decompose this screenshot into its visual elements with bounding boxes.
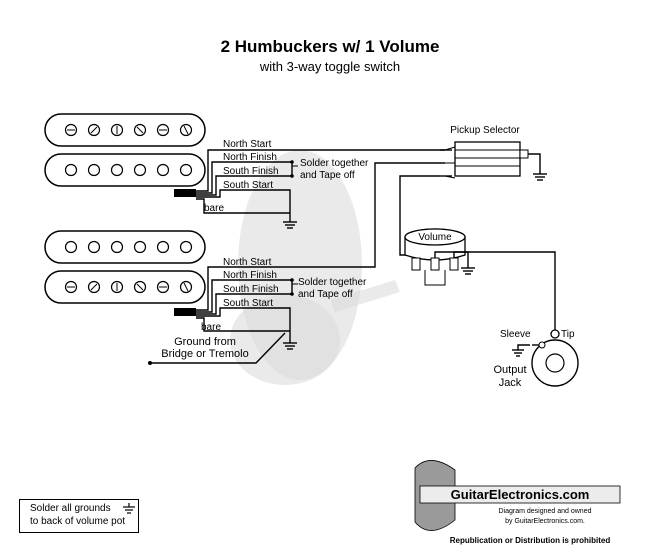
logo-credit-line2: by GuitarElectronics.com.	[505, 518, 585, 525]
p2-solder-note-line2: and Tape off	[298, 289, 353, 300]
ground-label-line2: Bridge or Tremolo	[161, 348, 248, 360]
p1-solder-note-line1: Solder together	[300, 158, 369, 169]
pickup-1-coil-bottom	[44, 153, 206, 187]
guitarelectronics-logo: GuitarElectronics.com Diagram designed a…	[414, 460, 621, 545]
pickup-1-adjustable-poles	[64, 123, 193, 137]
p1-label-south-finish: South Finish	[223, 166, 279, 177]
pickup-2-coil-top	[44, 230, 206, 264]
diagram-subtitle: with 3-way toggle switch	[259, 59, 400, 74]
volume-label: Volume	[418, 232, 452, 243]
pickup-2-coil-bottom	[44, 270, 206, 304]
logo-brand-text: GuitarElectronics.com	[451, 487, 590, 502]
logo-credit-line1: Diagram designed and owned	[498, 508, 591, 515]
p2-label-north-start: North Start	[223, 257, 272, 268]
ground-note-line2: to back of volume pot	[30, 516, 126, 527]
pickup-selector-switch	[440, 141, 547, 181]
pickup-selector-label: Pickup Selector	[450, 125, 520, 136]
output-jack	[512, 329, 579, 387]
p1-label-north-start: North Start	[223, 139, 272, 150]
pickup-1-wires	[196, 149, 445, 229]
pickup-2-fixed-poles	[64, 240, 193, 254]
p2-label-south-start: South Start	[223, 298, 273, 309]
p1-solder-note-line2: and Tape off	[300, 170, 355, 181]
jack-name-line1: Output	[493, 364, 526, 376]
volume-pot	[404, 228, 556, 330]
p1-label-bare: bare	[204, 203, 224, 214]
p2-label-south-finish: South Finish	[223, 284, 279, 295]
pickup-1-fixed-poles	[64, 163, 193, 177]
pickup-2-adjustable-poles	[64, 280, 193, 294]
p1-label-south-start: South Start	[223, 180, 273, 191]
p2-label-bare: bare	[201, 322, 221, 333]
pickup-1-cable-exit	[174, 189, 196, 197]
humbucker-pickup-2	[44, 230, 206, 316]
p2-label-north-finish: North Finish	[223, 270, 277, 281]
p1-label-north-finish: North Finish	[223, 152, 277, 163]
jack-sleeve-label: Sleeve	[500, 329, 531, 340]
ground-note-box: Solder all grounds to back of volume pot	[19, 499, 139, 533]
jack-tip-label: Tip	[561, 329, 575, 340]
ground-symbol-icon	[123, 503, 135, 514]
diagram-title: 2 Humbuckers w/ 1 Volume	[221, 37, 440, 56]
jack-name-line2: Jack	[499, 377, 522, 389]
logo-rights-notice: Republication or Distribution is prohibi…	[450, 536, 611, 545]
ground-note-line1: Solder all grounds	[30, 503, 111, 514]
background-watermark	[230, 150, 400, 385]
pickup-2-cable-exit	[174, 308, 196, 316]
pickup-1-coil-top	[44, 113, 206, 147]
pickup-2-wires	[148, 162, 445, 365]
humbucker-pickup-1	[44, 113, 206, 197]
p2-solder-note-line1: Solder together	[298, 277, 367, 288]
ground-label-line1: Ground from	[174, 336, 236, 348]
